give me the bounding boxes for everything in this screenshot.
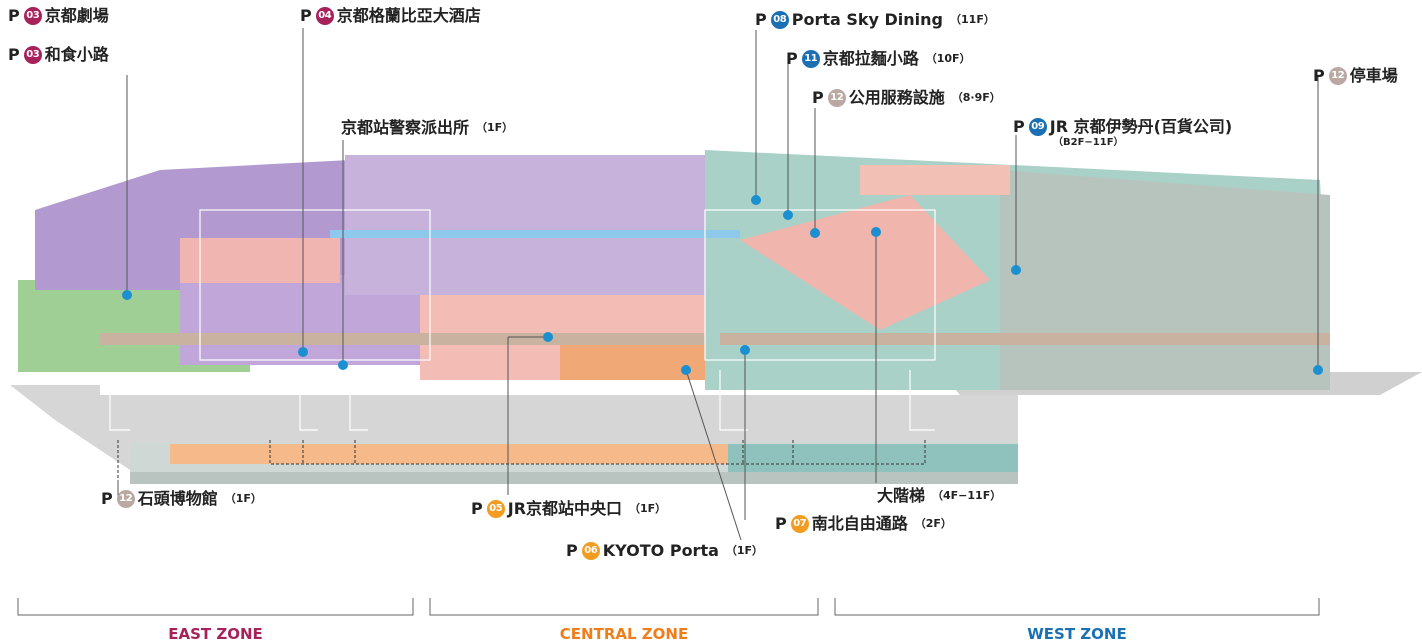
marker-ramen: [783, 210, 793, 220]
label-porta-sky-dining[interactable]: P 08 Porta Sky Dining （11F）: [755, 10, 995, 30]
label-public-facilities[interactable]: P 12 公用服務設施 （8·9F）: [812, 88, 1001, 108]
label-floor: （1F）: [629, 502, 667, 515]
west-roof-terrace: [860, 165, 1010, 195]
page-number-badge: 03: [23, 46, 42, 64]
label-floor-range: （B2F−11F）: [1053, 137, 1124, 148]
leader-lines: [117, 28, 1319, 541]
page-marker: P: [812, 88, 824, 107]
central-zone-label: CENTRAL ZONE: [559, 625, 689, 643]
page-number-badge: 03: [23, 7, 42, 25]
label-name: 南北自由通路: [811, 514, 908, 533]
central-zone-bracket: [429, 598, 819, 616]
marker-isetan: [1011, 265, 1021, 275]
page-marker: P: [471, 499, 483, 518]
page-number-badge: 06: [581, 542, 600, 560]
label-name: 京都格蘭比亞大酒店: [336, 6, 481, 25]
west-zone-label: WEST ZONE: [1027, 625, 1127, 643]
location-markers: [122, 195, 1323, 375]
east-zone-label: EAST ZONE: [168, 625, 263, 643]
label-floor: （11F）: [950, 13, 995, 26]
skyway: [330, 230, 740, 238]
concourse-tan-band-west: [720, 333, 1330, 345]
page-marker: P: [300, 6, 312, 25]
label-floor: （1F）: [476, 121, 514, 134]
label-name: 公用服務設施: [848, 88, 945, 107]
east-zone-bracket: [17, 598, 414, 616]
label-floor: （1F）: [224, 492, 262, 505]
label-parking[interactable]: P 12 停車場: [1313, 66, 1398, 86]
page-marker: P: [786, 49, 798, 68]
marker-parking: [1313, 365, 1323, 375]
label-kyoto-porta[interactable]: P 06 KYOTO Porta （1F）: [566, 541, 763, 561]
support-frames: [109, 209, 936, 431]
label-name: KYOTO Porta: [602, 541, 719, 560]
page-number-badge: 12: [116, 490, 135, 508]
page-marker: P: [1013, 117, 1025, 136]
label-name: 停車場: [1349, 66, 1398, 85]
label-north-south-passage[interactable]: P 07 南北自由通路 （2F）: [775, 514, 952, 534]
label-floor: （10F）: [925, 52, 971, 65]
west-zone-bracket: [834, 598, 1320, 616]
label-name: 大階梯: [877, 486, 926, 505]
central-tower: [345, 155, 750, 295]
page-marker: P: [755, 10, 767, 29]
page-number-badge: 08: [770, 11, 789, 29]
label-name: JR 京都伊勢丹(百貨公司): [1049, 117, 1233, 136]
label-ramen-alley[interactable]: P 11 京都拉麵小路 （10F）: [786, 49, 971, 69]
label-jr-isetan[interactable]: P 09 JR 京都伊勢丹(百貨公司) （B2F−11F）: [1013, 117, 1233, 148]
label-floor: （1F）: [725, 544, 764, 557]
label-name: JR京都站中央口: [507, 499, 623, 518]
page-number-badge: 09: [1028, 118, 1047, 136]
marker-public: [810, 228, 820, 238]
grand-stairs: [740, 195, 990, 330]
label-name: 京都拉麵小路: [822, 49, 919, 68]
page-number-badge: 05: [486, 500, 505, 518]
east-building-plaza: [180, 238, 340, 283]
marker-granvia: [298, 347, 308, 357]
page-number-badge: 12: [1328, 67, 1347, 85]
marker-skydining: [751, 195, 761, 205]
page-marker: P: [8, 6, 20, 25]
underground-base: [130, 472, 1018, 484]
page-marker: P: [775, 514, 787, 533]
label-grand-stairway[interactable]: 大階梯 （4F−11F）: [877, 486, 1001, 506]
label-name: 京都劇場: [44, 6, 109, 25]
zone-brackets: [17, 598, 1320, 616]
dashed-connectors: [117, 440, 926, 480]
page-number-badge: 12: [827, 89, 846, 107]
label-floor: （8·9F）: [951, 91, 1001, 104]
west-building-gray: [1000, 170, 1330, 390]
label-name: 京都站警察派出所: [341, 118, 470, 137]
label-name: Porta Sky Dining: [791, 10, 944, 29]
label-name: 石頭博物館: [137, 489, 218, 508]
page-number-badge: 11: [801, 50, 820, 68]
label-stone-museum[interactable]: P 12 石頭博物館 （1F）: [101, 489, 262, 509]
label-name: 和食小路: [44, 45, 109, 64]
label-floor: （4F−11F）: [932, 489, 1002, 502]
label-central-exit[interactable]: P 05 JR京都站中央口 （1F）: [471, 499, 666, 519]
label-floor: （2F）: [914, 517, 952, 530]
underground-shops-teal: [728, 444, 1018, 472]
marker-stairs: [871, 227, 881, 237]
label-kyoto-theater[interactable]: P 03 京都劇場: [8, 6, 109, 26]
page-number-badge: 07: [790, 515, 809, 533]
label-police-box[interactable]: 京都站警察派出所 （1F）: [341, 118, 513, 138]
concourse-tan-band: [100, 333, 720, 345]
marker-police: [338, 360, 348, 370]
page-number-badge: 04: [315, 7, 334, 25]
marker-central-exit: [543, 332, 553, 342]
marker-theater: [122, 290, 132, 300]
page-marker: P: [1313, 66, 1325, 85]
page-marker: P: [101, 489, 113, 508]
label-washoku-alley[interactable]: P 03 和食小路: [8, 45, 109, 65]
underground-shops-orange: [170, 444, 728, 464]
marker-porta: [681, 365, 691, 375]
marker-passage: [740, 345, 750, 355]
label-granvia-hotel[interactable]: P 04 京都格蘭比亞大酒店: [300, 6, 481, 26]
page-marker: P: [8, 45, 20, 64]
page-marker: P: [566, 541, 578, 560]
